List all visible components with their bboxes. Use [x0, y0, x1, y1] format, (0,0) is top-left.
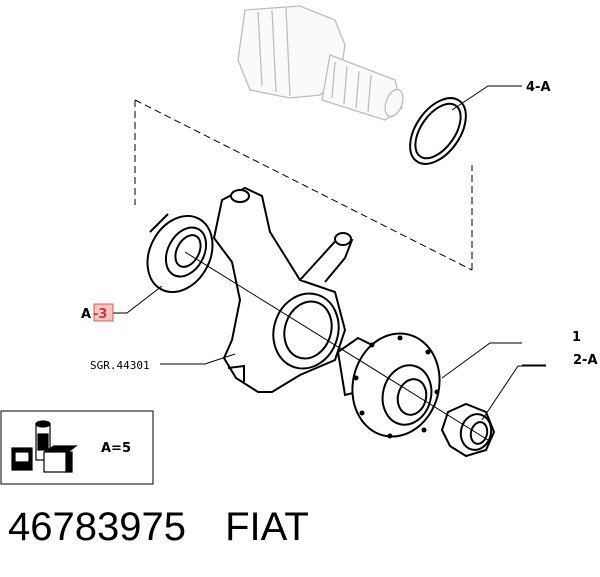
steering-knuckle: [212, 186, 354, 393]
catalog-footer: 46783975 FIAT: [8, 503, 309, 551]
snap-ring: [409, 97, 467, 165]
callout-4a: 4-A: [526, 80, 551, 95]
callout-a-number: -3: [93, 307, 107, 322]
assembly-axis: [184, 251, 489, 441]
seal-ring: [146, 213, 214, 294]
hub-nut: [440, 402, 496, 458]
wheel-hub: [336, 332, 441, 439]
drive-shaft-joint: [237, 5, 404, 121]
part-number: 46783975: [8, 505, 186, 549]
callout-a: A: [81, 307, 91, 322]
callout-2a: 2-A: [573, 353, 598, 368]
callout-sgr: SGR.44301: [90, 359, 150, 372]
callout-highlight: [93, 303, 114, 322]
callout-1: 1: [572, 330, 581, 345]
assembly-frame: [134, 99, 473, 271]
legend-box: A=5: [0, 410, 154, 485]
brand-name: FIAT: [225, 505, 309, 549]
legend-text: A=5: [101, 441, 131, 456]
leader-lines: [110, 85, 546, 421]
grease-icon: [11, 420, 78, 473]
